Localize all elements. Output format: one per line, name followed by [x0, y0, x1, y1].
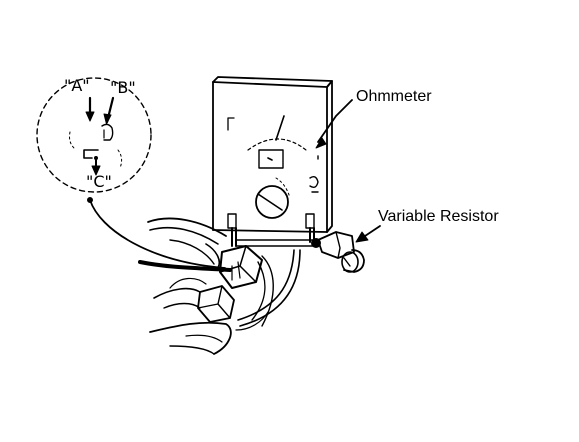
connector-detail-view	[36, 77, 152, 193]
pin-b-label: "B"	[110, 78, 136, 97]
variable-resistor-label: Variable Resistor	[378, 208, 499, 225]
pin-a-label: "A"	[64, 76, 90, 95]
probe-leads	[231, 227, 321, 327]
pin-c-label: "C"	[86, 172, 112, 191]
ohmmeter-callout-line	[317, 99, 353, 143]
detail-lead-wire	[89, 199, 226, 269]
ohmmeter-body	[212, 76, 333, 233]
hands-and-connector	[138, 217, 274, 355]
ohmmeter-label: Ohmmeter	[356, 88, 432, 105]
variable-resistor-part	[317, 231, 365, 273]
